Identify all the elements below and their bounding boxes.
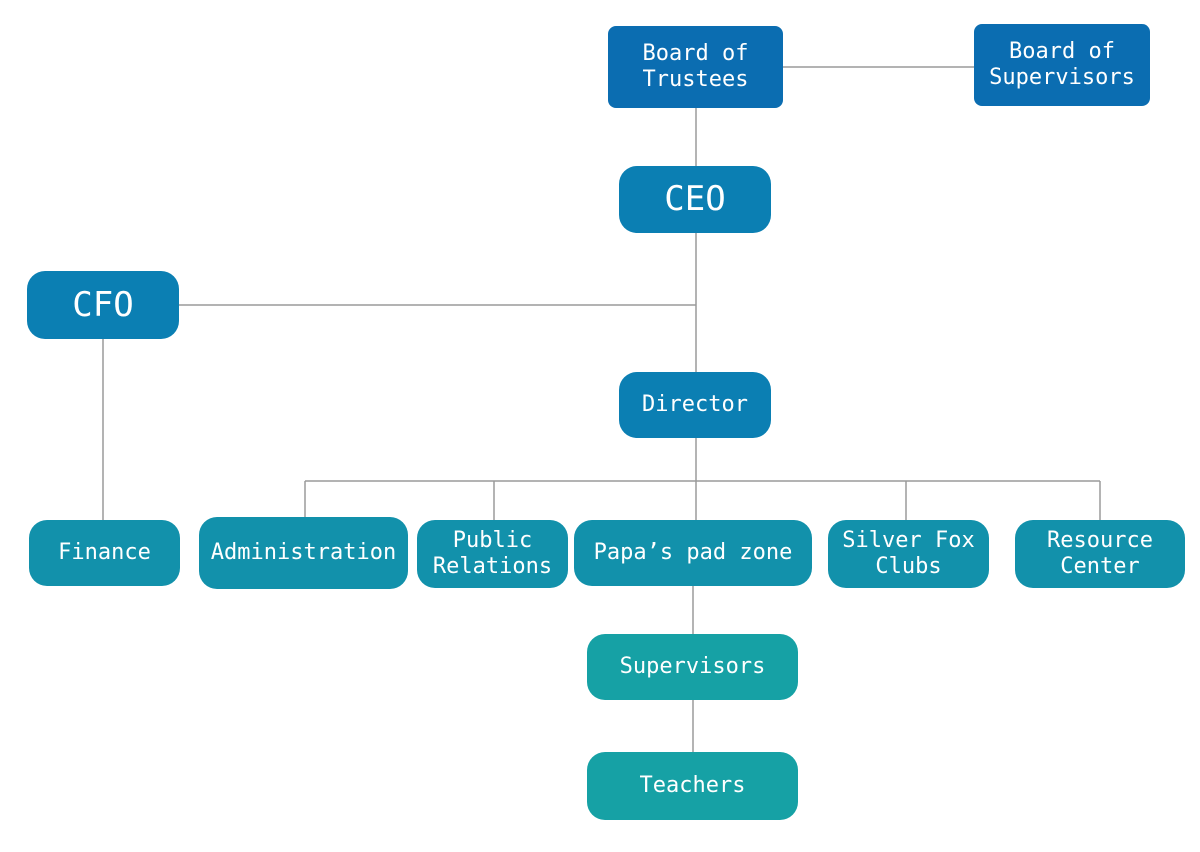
node-supervisors: Supervisors	[587, 634, 798, 700]
node-director: Director	[619, 372, 771, 438]
node-board-of-supervisors: Board of Supervisors	[974, 24, 1150, 106]
node-board-of-trustees: Board of Trustees	[608, 26, 783, 108]
node-public-relations: Public Relations	[417, 520, 568, 588]
node-cfo: CFO	[27, 271, 179, 339]
node-papas-pad-zone: Papa’s pad zone	[574, 520, 812, 586]
node-finance: Finance	[29, 520, 180, 586]
node-ceo: CEO	[619, 166, 771, 233]
node-resource-center: Resource Center	[1015, 520, 1185, 588]
node-silver-fox-clubs: Silver Fox Clubs	[828, 520, 989, 588]
node-administration: Administration	[199, 517, 408, 589]
node-teachers: Teachers	[587, 752, 798, 820]
